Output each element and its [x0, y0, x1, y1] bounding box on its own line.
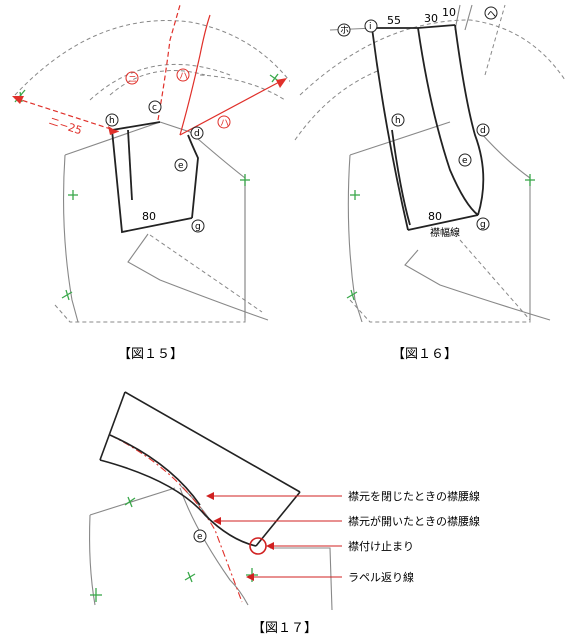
figure-15: ニ−25 ニ ハ ハ h c d e g 80 [12, 4, 290, 323]
fig16-point-h: h [395, 116, 401, 126]
fig15-grain-marks [14, 73, 281, 301]
fig17-annotation-lapel: ラペル返り線 [348, 570, 414, 584]
fig16-dim-55: 55 [387, 14, 401, 27]
fig15-point-h: h [109, 116, 115, 126]
fig17-collar-body [99, 391, 301, 547]
fig17-annotation-open: 襟元が開いたときの襟腰線 [348, 514, 480, 528]
fig15-red-arrows [12, 78, 287, 135]
fig17-annotation-leaders [208, 495, 342, 578]
fig15-label-ni: ニ [128, 75, 137, 85]
fig17-annotation-closed: 襟元を閉じたときの襟腰線 [348, 489, 480, 503]
fig16-collar-width-line: 襟幅線 [430, 226, 460, 239]
figure-16: ホ i ヘ h d e g 55 30 10 80 襟幅線 [294, 4, 566, 323]
fig16-dashed-arcs [294, 4, 566, 323]
fig15-point-e: e [178, 161, 184, 171]
fig16-caption: 【図１６】 [392, 347, 458, 362]
fig16-grain-marks [346, 174, 535, 301]
fig16-dim-30: 30 [424, 12, 438, 25]
fig15-collar-outline [111, 121, 199, 234]
fig15-point-d: d [194, 129, 200, 139]
fig16-dim-10: 10 [442, 6, 456, 19]
fig17-annotation-stop: 襟付け止まり [348, 540, 414, 553]
fig16-point-i: i [369, 22, 372, 32]
fig15-point-c: c [152, 103, 157, 113]
fig17-annotations: 襟元を閉じたときの襟腰線 襟元が開いたときの襟腰線 襟付け止まり ラペル返り線 [348, 489, 480, 584]
fig15-body-outline [62, 121, 269, 323]
fig16-point-ho: ホ [340, 25, 349, 36]
figure-17: e 襟元を閉じたときの襟腰線 襟元が開いたときの襟腰線 襟付け止まり ラペル返り… [89, 391, 480, 610]
fig15-point-labels: h c d e g [105, 100, 205, 233]
fig15-dashed-arcs [14, 20, 290, 323]
fig15-label-ha-2: ハ [220, 119, 229, 129]
fig16-point-he: ヘ [487, 10, 496, 20]
fig15-label-80: 80 [142, 210, 156, 223]
fig16-body-outline [329, 4, 551, 323]
fig16-label-80: 80 [428, 210, 442, 223]
fig15-point-g: g [195, 222, 201, 232]
fig15-label-ha-1: ハ [179, 72, 188, 82]
fig17-grain-marks [90, 496, 258, 602]
fig15-circle-ha-2 [217, 115, 231, 129]
fig15-caption: 【図１５】 [118, 347, 184, 362]
fig15-circle-ni [125, 71, 139, 85]
fig16-collar-band [371, 24, 485, 231]
fig17-red-lines [109, 434, 243, 603]
fig17-caption: 【図１７】 [252, 621, 318, 636]
fig17-collar-stop-marker [249, 537, 267, 555]
fig17-point-e-circle [193, 529, 207, 543]
fig15-circle-ha-1 [176, 68, 190, 82]
fig15-red-labels: ニ−25 ニ ハ ハ [47, 68, 231, 137]
fig16-point-e: e [462, 156, 468, 166]
fig16-point-d: d [480, 126, 486, 136]
fig17-point-e: e [197, 532, 203, 542]
fig16-point-labels: ホ i ヘ h d e g [337, 6, 498, 231]
fig16-point-g: g [480, 220, 486, 230]
fig17-annotation-arrowheads [206, 492, 274, 581]
